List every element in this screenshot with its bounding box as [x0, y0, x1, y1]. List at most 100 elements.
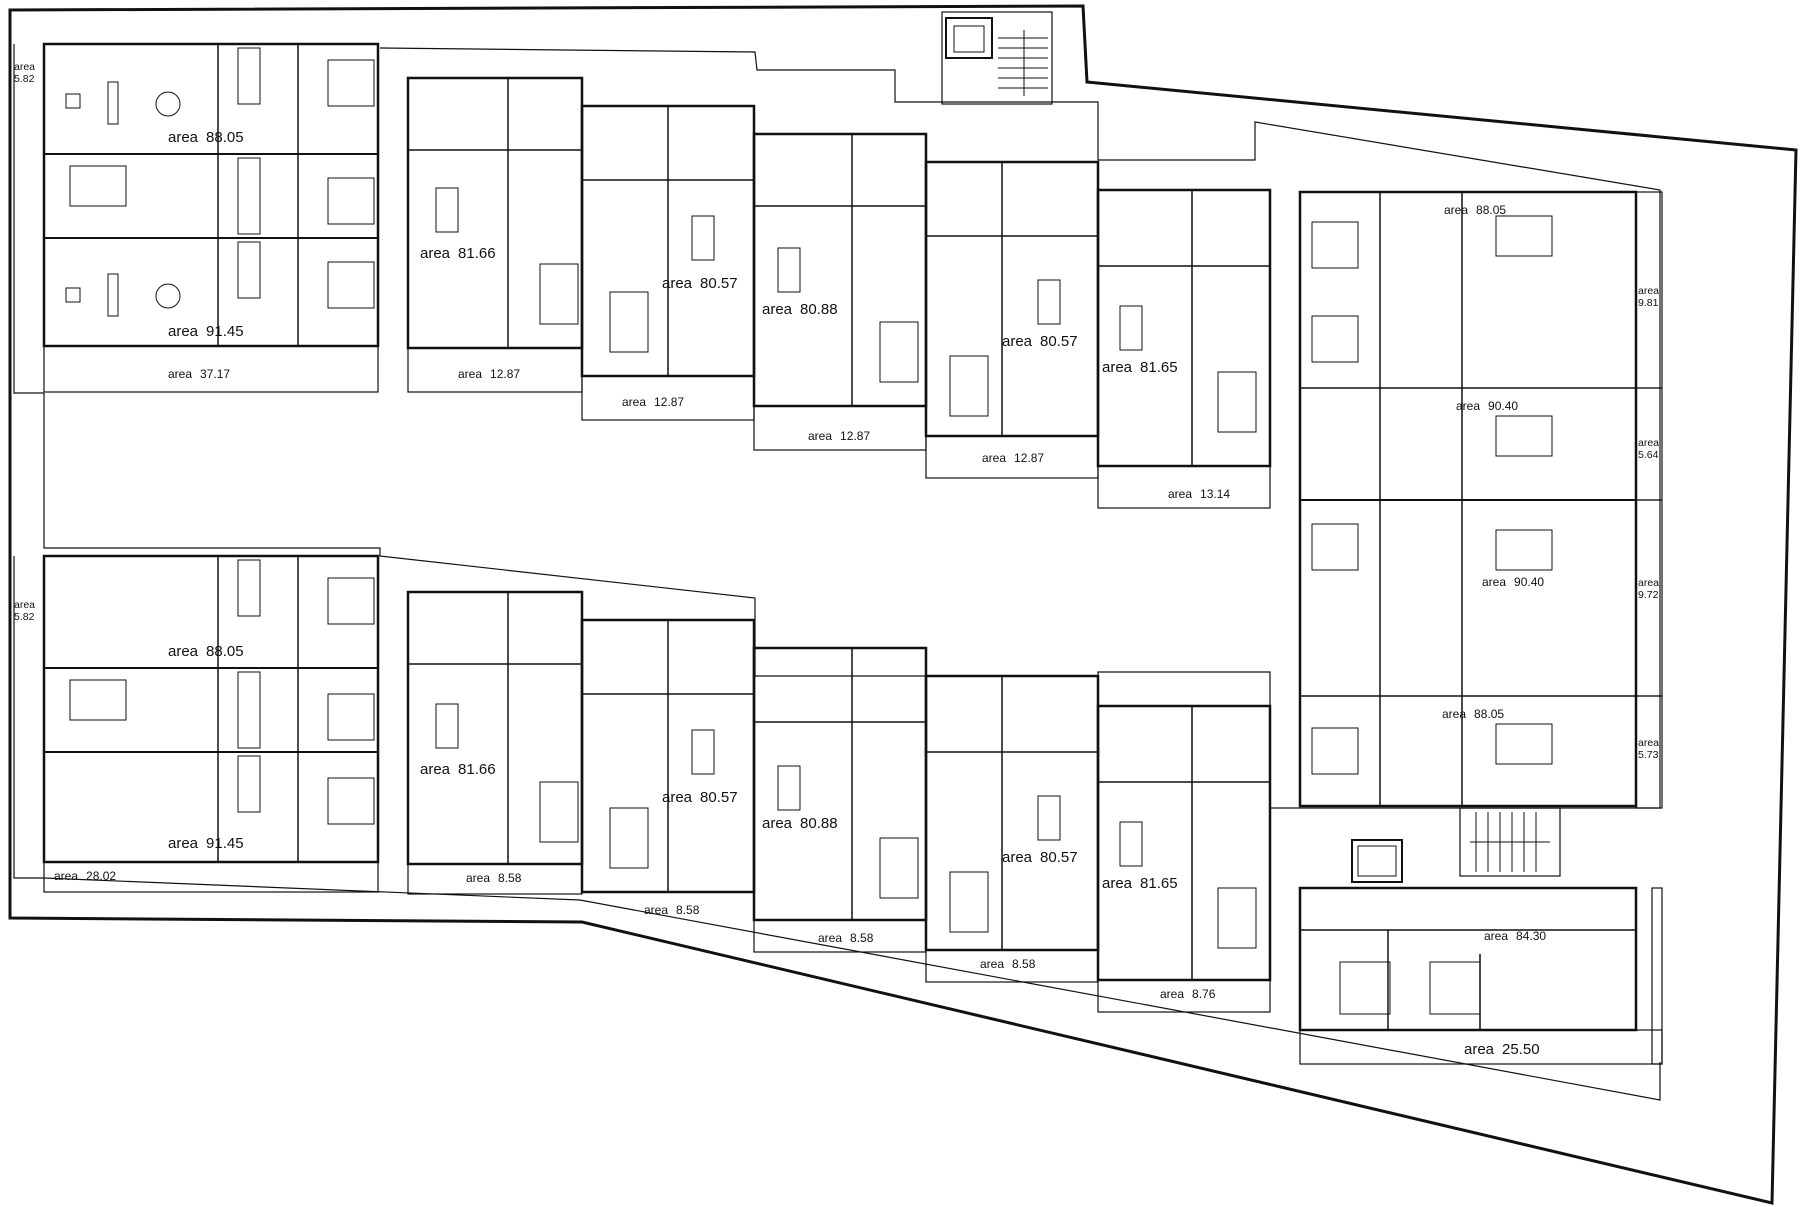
- area-word: area: [1102, 875, 1133, 892]
- area-word: area: [1456, 399, 1480, 413]
- area-value: 90.40: [1514, 575, 1544, 589]
- east-block: [1298, 190, 1663, 809]
- area-word: area: [644, 903, 668, 917]
- area-word: area: [662, 789, 693, 806]
- corridor-outline: [13, 556, 1661, 1101]
- north-stair-core: [941, 11, 1053, 105]
- area-word: area: [1638, 437, 1659, 449]
- area-label-t6-b: area 13.14: [1168, 487, 1230, 501]
- area-word: area: [1168, 487, 1192, 501]
- west-block-bottom: [42, 554, 380, 893]
- area-label-b2-u: area 81.66: [420, 761, 496, 778]
- area-value: 9.81: [1638, 297, 1659, 309]
- area-value: 5.64: [1638, 449, 1659, 461]
- tower-4-bottom: [752, 646, 928, 953]
- area-value: 8.58: [498, 871, 522, 885]
- area-value: 91.45: [206, 835, 244, 852]
- south-east-unit: [1298, 886, 1663, 1065]
- area-value: 80.57: [1040, 333, 1078, 350]
- area-word: area: [1638, 577, 1659, 589]
- area-label-t3-u: area 80.57: [662, 275, 738, 292]
- area-word: area: [1160, 987, 1184, 1001]
- area-word: area: [1444, 203, 1468, 217]
- west-block-top: [42, 42, 380, 393]
- area-value: 91.45: [206, 323, 244, 340]
- area-value: 80.57: [700, 275, 738, 292]
- area-value: 9.72: [1638, 589, 1659, 601]
- tower-5-bottom: [924, 674, 1100, 983]
- corridor-outline: [13, 44, 44, 394]
- area-value: 12.87: [840, 429, 870, 443]
- area-value: 5.82: [14, 73, 35, 85]
- tower-5-top: [924, 160, 1100, 479]
- area-value: 90.40: [1488, 399, 1518, 413]
- area-word: area: [1484, 929, 1508, 943]
- area-word: area: [980, 957, 1004, 971]
- area-value: 5.73: [1638, 749, 1659, 761]
- area-value: 80.88: [800, 301, 838, 318]
- area-word: area: [1002, 333, 1033, 350]
- tower-4-top: [752, 132, 928, 451]
- area-label-t4-b: area 12.87: [808, 429, 870, 443]
- area-word: area: [168, 323, 199, 340]
- tower-3-bottom: [580, 618, 756, 894]
- area-value: 81.65: [1140, 359, 1178, 376]
- area-value: 8.76: [1192, 987, 1216, 1001]
- tower-2-top: [406, 76, 584, 393]
- area-word: area: [420, 761, 451, 778]
- area-value: 37.17: [200, 367, 230, 381]
- area-word: area: [1482, 575, 1506, 589]
- area-word: area: [420, 245, 451, 262]
- area-value: 81.66: [458, 761, 496, 778]
- area-word: area: [1464, 1041, 1495, 1058]
- area-label-t6-u: area 81.65: [1102, 359, 1178, 376]
- area-value: 88.05: [206, 643, 244, 660]
- area-word: area: [14, 61, 35, 73]
- area-word: area: [982, 451, 1006, 465]
- area-label-w1-u2: area 91.45: [168, 323, 244, 340]
- area-value: 80.88: [800, 815, 838, 832]
- area-value: 80.57: [700, 789, 738, 806]
- area-word: area: [466, 871, 490, 885]
- south-stair-core: [1351, 807, 1561, 883]
- tower-2-bottom: [406, 590, 584, 895]
- area-label-t5-u: area 80.57: [1002, 333, 1078, 350]
- area-label-se-b: area 25.50: [1464, 1041, 1540, 1058]
- area-value: 84.30: [1516, 929, 1546, 943]
- area-value: 25.50: [1502, 1041, 1540, 1058]
- area-value: 13.14: [1200, 487, 1230, 501]
- area-value: 12.87: [490, 367, 520, 381]
- area-word: area: [168, 367, 192, 381]
- area-label-t5-b: area 12.87: [982, 451, 1044, 465]
- area-word: area: [818, 931, 842, 945]
- area-value: 80.57: [1040, 849, 1078, 866]
- area-word: area: [808, 429, 832, 443]
- site-boundary: [8, 4, 1798, 1205]
- area-word: area: [762, 301, 793, 318]
- area-value: 5.82: [14, 611, 35, 623]
- area-word: area: [662, 275, 693, 292]
- area-label-b2-b: area 8.58: [466, 871, 522, 885]
- area-value: 12.87: [1014, 451, 1044, 465]
- area-word: area: [1102, 359, 1133, 376]
